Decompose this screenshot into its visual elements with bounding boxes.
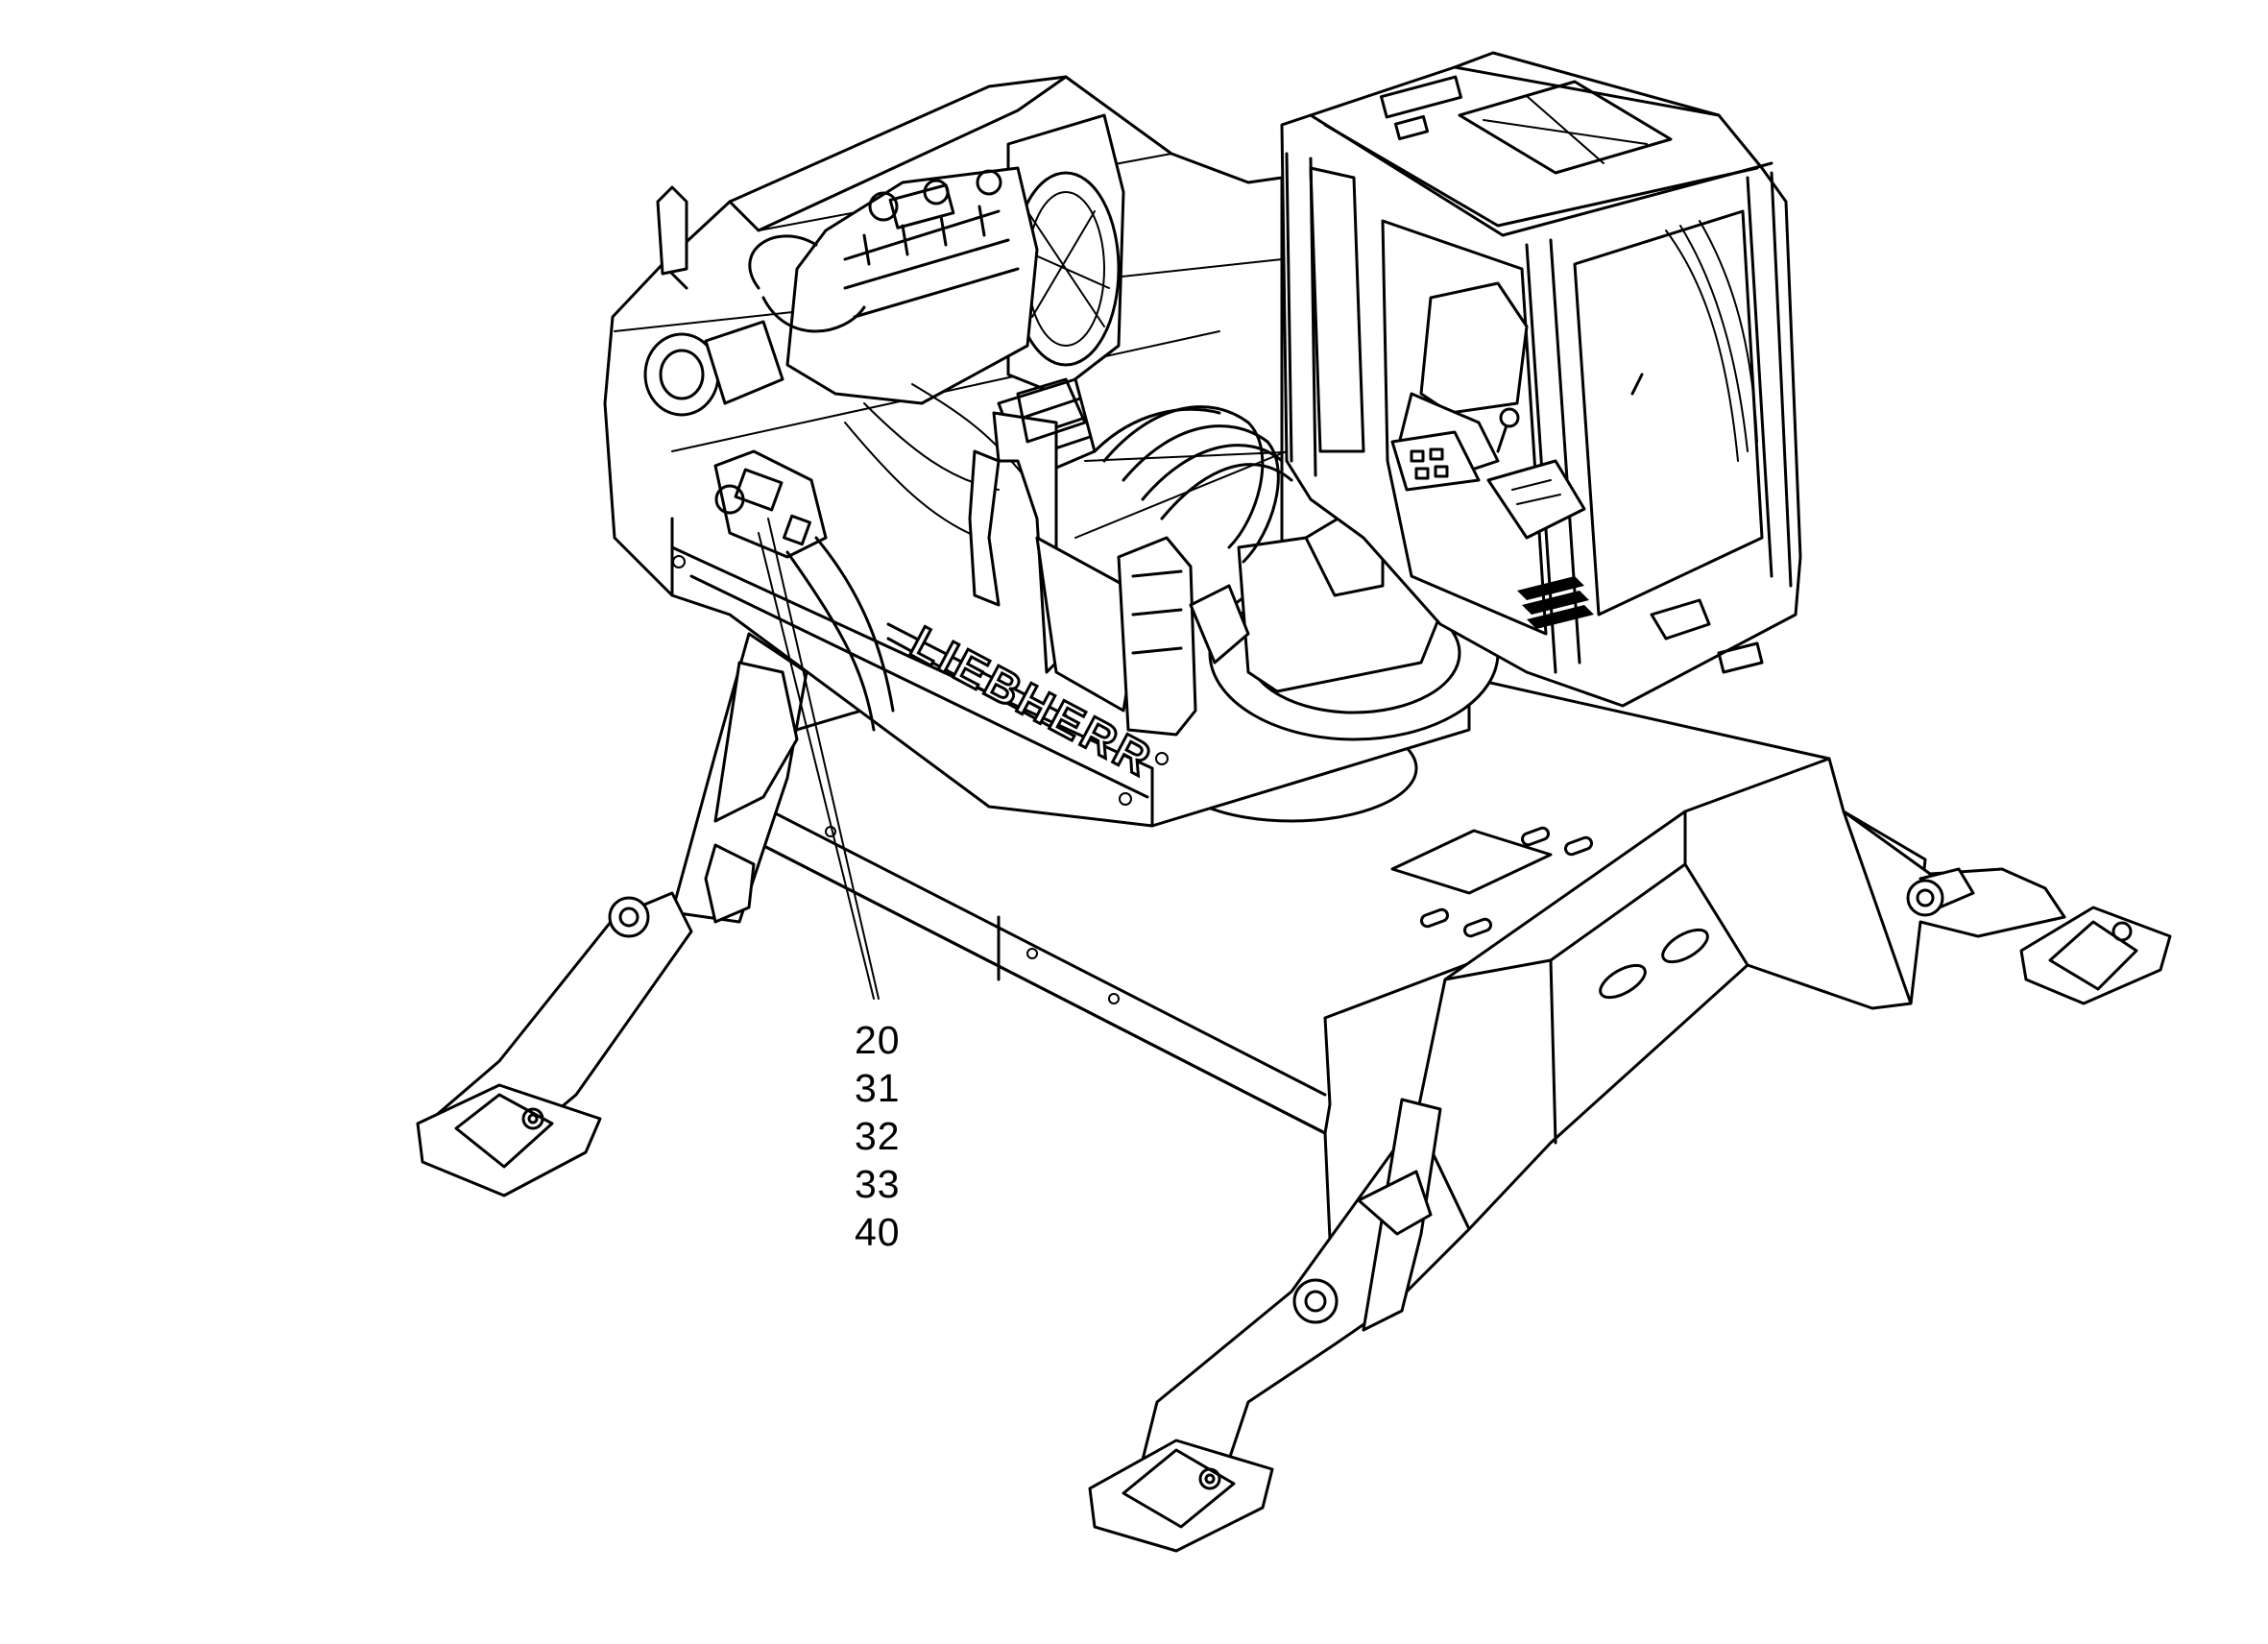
tank-frames [968, 377, 1145, 713]
cab-frame [1280, 51, 1802, 708]
part-callout-list: 20 31 32 33 40 [855, 1016, 931, 1256]
callout-number: 32 [855, 1114, 901, 1158]
right-front-outrigger-leg [1088, 1098, 1471, 1553]
operator-seat [1419, 281, 1529, 415]
roof-hatch [1458, 80, 1673, 175]
swing-drive [1117, 536, 1250, 737]
cab-door [1381, 219, 1548, 636]
right-rear-outrigger-leg [1842, 810, 2172, 1005]
callout-number: 31 [855, 1066, 901, 1110]
leader-lines [758, 518, 880, 1000]
control-console [1390, 430, 1481, 492]
operator-cab [1280, 51, 1802, 708]
access-panel [1390, 829, 1553, 895]
left-rear-outrigger-leg [416, 632, 808, 1197]
callout-number: 20 [855, 1018, 901, 1062]
callout-number: 33 [855, 1162, 901, 1206]
coil-spring-bundle [1074, 405, 1307, 564]
callout-number: 40 [855, 1210, 901, 1254]
